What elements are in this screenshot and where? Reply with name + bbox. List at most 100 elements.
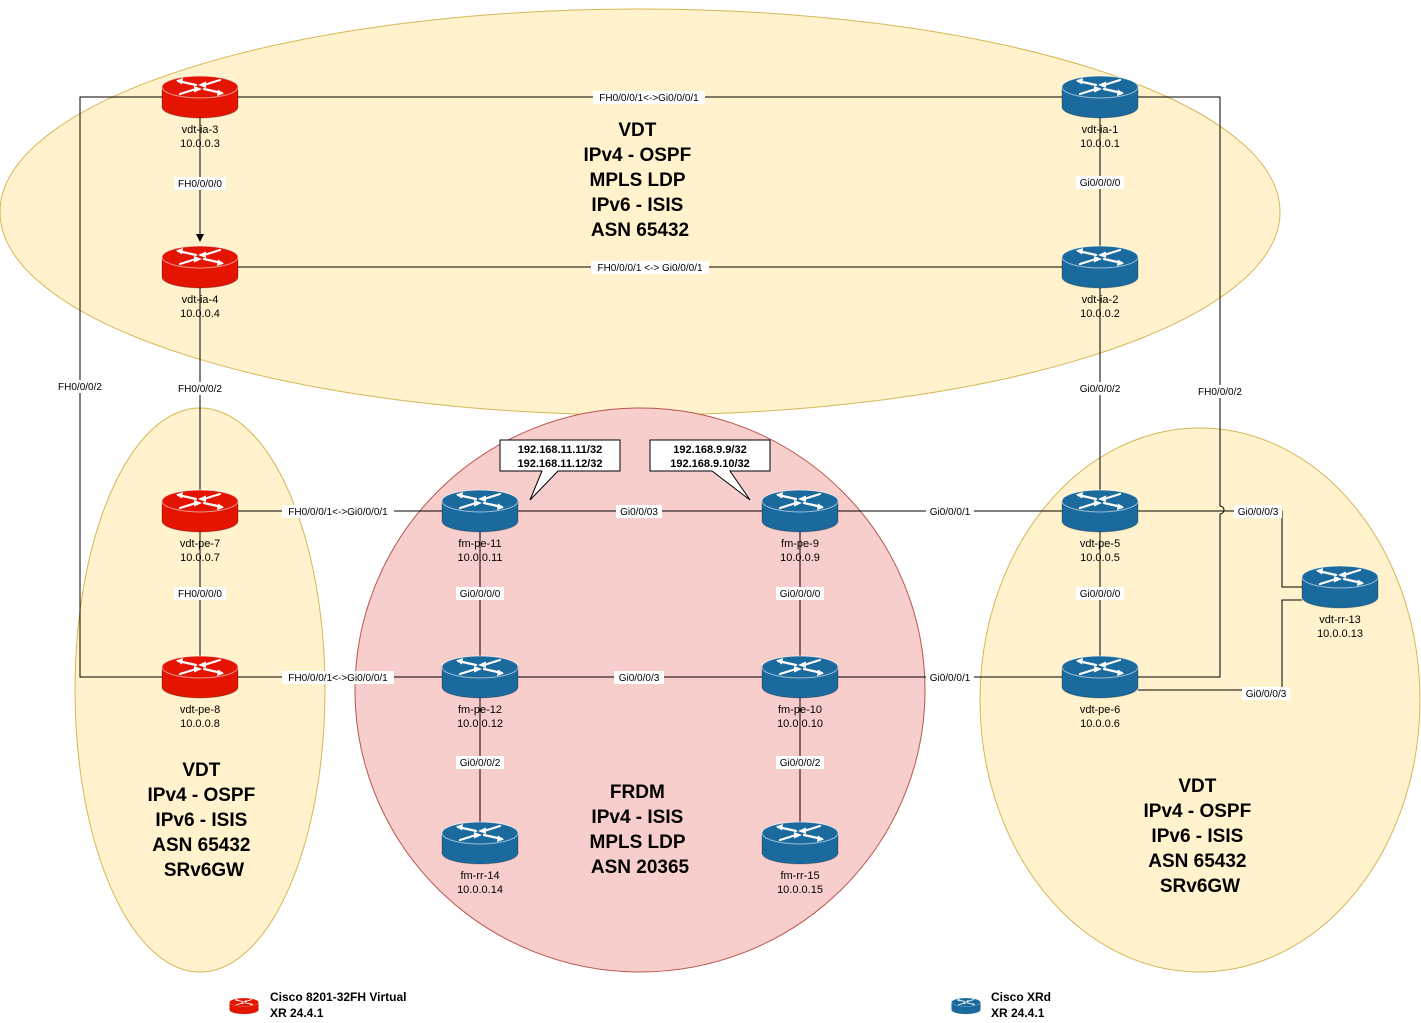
legend-blue-line-1: Cisco XRd — [991, 990, 1051, 1004]
router-ip: 10.0.0.7 — [180, 552, 220, 564]
link-label-ia4-ia2: FH0/0/0/1 <-> Gi0/0/0/1 — [597, 263, 702, 274]
legend-blue-router-icon — [951, 997, 981, 1015]
router-fm-pe-10[interactable]: fm-pe-10 10.0.0.10 — [761, 655, 839, 730]
router-icon — [161, 655, 239, 699]
link-pe6-rr13 — [1138, 599, 1302, 691]
router-name: vdt-pe-5 — [1080, 538, 1120, 550]
router-icon — [1061, 75, 1139, 119]
router-vdt-pe-5[interactable]: vdt-pe-5 10.0.0.5 — [1061, 489, 1139, 564]
router-vdt-pe-7[interactable]: vdt-pe-7 10.0.0.7 — [161, 489, 239, 564]
legend-blue-line-2: XR 24.4.1 — [991, 1006, 1045, 1020]
router-icon — [161, 245, 239, 289]
router-name: vdt-rr-13 — [1319, 614, 1361, 626]
router-name: vdt-ia-3 — [182, 124, 219, 136]
legend-red-line-2: XR 24.4.1 — [270, 1006, 324, 1020]
link-pe5-rr13 — [1138, 510, 1302, 588]
link-labels: FH0/0/0/1<->Gi0/0/0/1 FH0/0/0/1 <-> Gi0/… — [54, 91, 1290, 769]
router-ip: 10.0.0.9 — [780, 552, 820, 564]
link-label-pe7-pe8: FH0/0/0/0 — [178, 589, 222, 600]
router-vdt-pe-8[interactable]: vdt-pe-8 10.0.0.8 — [161, 655, 239, 730]
router-fm-rr-15[interactable]: fm-rr-15 10.0.0.15 — [761, 821, 839, 896]
router-icon — [441, 655, 519, 699]
zone-frdm — [354, 407, 926, 973]
zone-vdt-top-label: VDT IPv4 - OSPF MPLS LDP IPv6 - ISIS ASN… — [584, 120, 697, 241]
legend-red: Cisco 8201-32FH Virtual XR 24.4.1 — [229, 990, 407, 1020]
link-label-pe5-pe6: Gi0/0/0/0 — [1080, 589, 1121, 600]
link-label-pe9-pe5: Gi0/0/0/1 — [930, 507, 971, 518]
router-name: vdt-ia-2 — [1082, 294, 1119, 306]
callout-pe9: 192.168.9.9/32 192.168.9.10/32 — [649, 439, 771, 501]
router-vdt-pe-6[interactable]: vdt-pe-610.0.0.6 — [1061, 655, 1139, 730]
router-ip: 10.0.0.4 — [180, 308, 220, 320]
callout-pe11-line-2: 192.168.11.12/32 — [517, 458, 602, 470]
router-vdt-ia-1[interactable]: vdt-ia-1 10.0.0.1 — [1061, 75, 1139, 150]
router-name: vdt-ia-4 — [182, 294, 219, 306]
router-name: vdt-ia-1 — [1082, 124, 1119, 136]
router-name: fm-rr-14 — [460, 870, 499, 882]
router-icon — [161, 75, 239, 119]
routers: vdt-ia-3 10.0.0.3 vdt-ia-4 10.0.0.4 vdt-ia… — [161, 75, 1379, 896]
link-label-ia3-ia1: FH0/0/0/1<->Gi0/0/0/1 — [599, 93, 699, 104]
router-icon — [161, 489, 239, 533]
link-label-ia3-ia4: FH0/0/0/0 — [178, 179, 222, 190]
link-label-pe7-pe11: FH0/0/0/1<->Gi0/0/0/1 — [288, 507, 388, 518]
router-vdt-ia-2[interactable]: vdt-ia-2 10.0.0.2 — [1061, 245, 1139, 320]
router-ip: 10.0.0.2 — [1080, 308, 1120, 320]
router-name: fm-pe-12 — [458, 704, 502, 716]
router-fm-rr-14[interactable]: fm-rr-14 10.0.0.14 — [441, 821, 519, 896]
router-ip: 10.0.0.12 — [457, 718, 503, 730]
zone-vdt-right — [979, 427, 1421, 973]
router-ip: 10.0.0.10 — [777, 718, 823, 730]
zone-frdm-label: FRDM IPv4 - ISIS MPLS LDP ASN 20365 — [590, 782, 691, 878]
router-ip: 10.0.0.14 — [457, 884, 503, 896]
router-icon — [1061, 245, 1139, 289]
router-name: fm-pe-10 — [778, 704, 822, 716]
legend-red-router-icon — [229, 997, 259, 1015]
callout-pe11: 192.168.11.11/32 192.168.11.12/32 — [499, 439, 621, 501]
link-label-pe9-pe10: Gi0/0/0/0 — [780, 589, 821, 600]
router-icon — [441, 489, 519, 533]
router-name: vdt-pe-8 — [180, 704, 220, 716]
router-ip: 10.0.0.5 — [1080, 552, 1120, 564]
link-label-pe11-pe9: Gi0/0/03 — [620, 507, 658, 518]
zone-labels: VDT IPv4 - OSPF MPLS LDP IPv6 - ISIS ASN… — [148, 120, 1252, 897]
link-label-ia4-pe7: FH0/0/0/2 — [178, 384, 222, 395]
router-icon — [761, 821, 839, 865]
link-ia1-pe6 — [1138, 96, 1225, 678]
router-icon — [761, 489, 839, 533]
link-label-pe10-rr15: Gi0/0/0/2 — [780, 758, 821, 769]
link-label-pe5-rr13: Gi0/0/0/3 — [1238, 507, 1279, 518]
router-ip: 10.0.0.3 — [180, 138, 220, 150]
router-ip: 10.0.0.8 — [180, 718, 220, 730]
router-name: fm-pe-9 — [781, 538, 819, 550]
router-ip: 10.0.0.1 — [1080, 138, 1120, 150]
link-label-pe11-pe12: Gi0/0/0/0 — [460, 589, 501, 600]
legend-blue: Cisco XRd XR 24.4.1 — [951, 990, 1051, 1020]
link-label-ia2-pe5: Gi0/0/0/2 — [1080, 384, 1121, 395]
callout-pe9-line-1: 192.168.9.9/32 — [673, 444, 746, 456]
router-icon — [1061, 489, 1139, 533]
link-label-pe6-rr13: Gi0/0/0/3 — [1246, 689, 1287, 700]
router-ip: 10.0.0.15 — [777, 884, 823, 896]
router-vdt-ia-3[interactable]: vdt-ia-3 10.0.0.3 — [161, 75, 239, 150]
router-fm-pe-11[interactable]: fm-pe-11 10.0.0.11 — [441, 489, 519, 564]
callout-pe11-line-1: 192.168.11.11/32 — [518, 444, 602, 456]
callout-pe9-line-2: 192.168.9.10/32 — [670, 458, 750, 470]
link-label-ia1-pe6: FH0/0/0/2 — [1198, 387, 1242, 398]
router-ip: 10.0.0.6 — [1080, 718, 1120, 730]
router-icon — [1301, 565, 1379, 609]
link-label-pe10-pe6: Gi0/0/0/1 — [930, 673, 971, 684]
router-fm-pe-12[interactable]: fm-pe-12 10.0.0.12 — [441, 655, 519, 730]
callouts: 192.168.11.11/32 192.168.11.12/32 192.16… — [499, 439, 771, 501]
link-label-ia3-pe8: FH0/0/0/2 — [58, 382, 102, 393]
router-ip: 10.0.0.11 — [457, 552, 502, 564]
router-vdt-ia-4[interactable]: vdt-ia-4 10.0.0.4 — [161, 245, 239, 320]
router-name: fm-rr-15 — [780, 870, 819, 882]
link-label-pe8-pe12: FH0/0/0/1<->Gi0/0/0/1 — [288, 673, 388, 684]
router-name: fm-pe-11 — [458, 538, 501, 550]
router-icon — [761, 655, 839, 699]
router-fm-pe-9[interactable]: fm-pe-9 10.0.0.9 — [761, 489, 839, 564]
router-name: vdt-pe-7 — [180, 538, 220, 550]
